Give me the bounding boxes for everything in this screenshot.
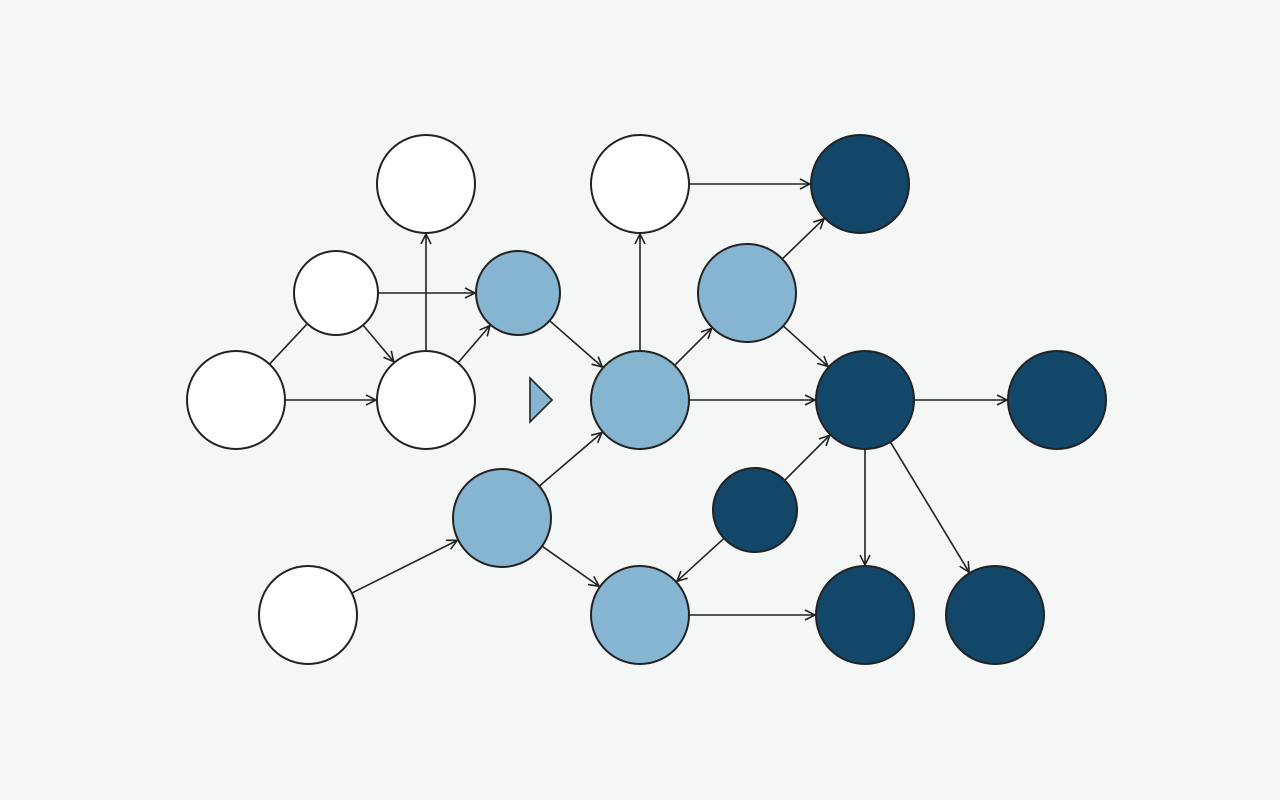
node-d5 (815, 565, 915, 665)
node-l3 (697, 243, 797, 343)
node-w4 (376, 350, 476, 450)
edge-d4-d2 (784, 435, 830, 481)
play-triangle-icon (529, 376, 554, 424)
edge-l2-l3 (674, 328, 712, 366)
node-d3 (1007, 350, 1107, 450)
node-l1 (475, 250, 561, 336)
edge-w4-l1 (457, 326, 490, 364)
node-d1 (810, 134, 910, 234)
edge-l4-l5 (541, 545, 599, 586)
edge-w2-w4 (362, 324, 394, 362)
edge-d2-d6 (889, 441, 969, 572)
edge-l3-d1 (781, 219, 824, 260)
edge-l3-d2 (782, 325, 828, 366)
edge-l4-l2 (538, 432, 602, 487)
node-d2 (815, 350, 915, 450)
edge-w3-w2 (268, 323, 308, 365)
node-l2 (590, 350, 690, 450)
edge-w6-l4 (351, 540, 457, 594)
node-d4 (712, 467, 798, 553)
node-l5 (590, 565, 690, 665)
node-l4 (452, 468, 552, 568)
node-w1 (376, 134, 476, 234)
node-w3 (186, 350, 286, 450)
node-w6 (258, 565, 358, 665)
node-w2 (293, 250, 379, 336)
edge-d4-l5 (677, 537, 725, 581)
edge-l1-l2 (549, 320, 603, 367)
node-d6 (945, 565, 1045, 665)
nodes-layer (186, 134, 1107, 665)
node-w5 (590, 134, 690, 234)
edges-layer (268, 184, 1007, 615)
